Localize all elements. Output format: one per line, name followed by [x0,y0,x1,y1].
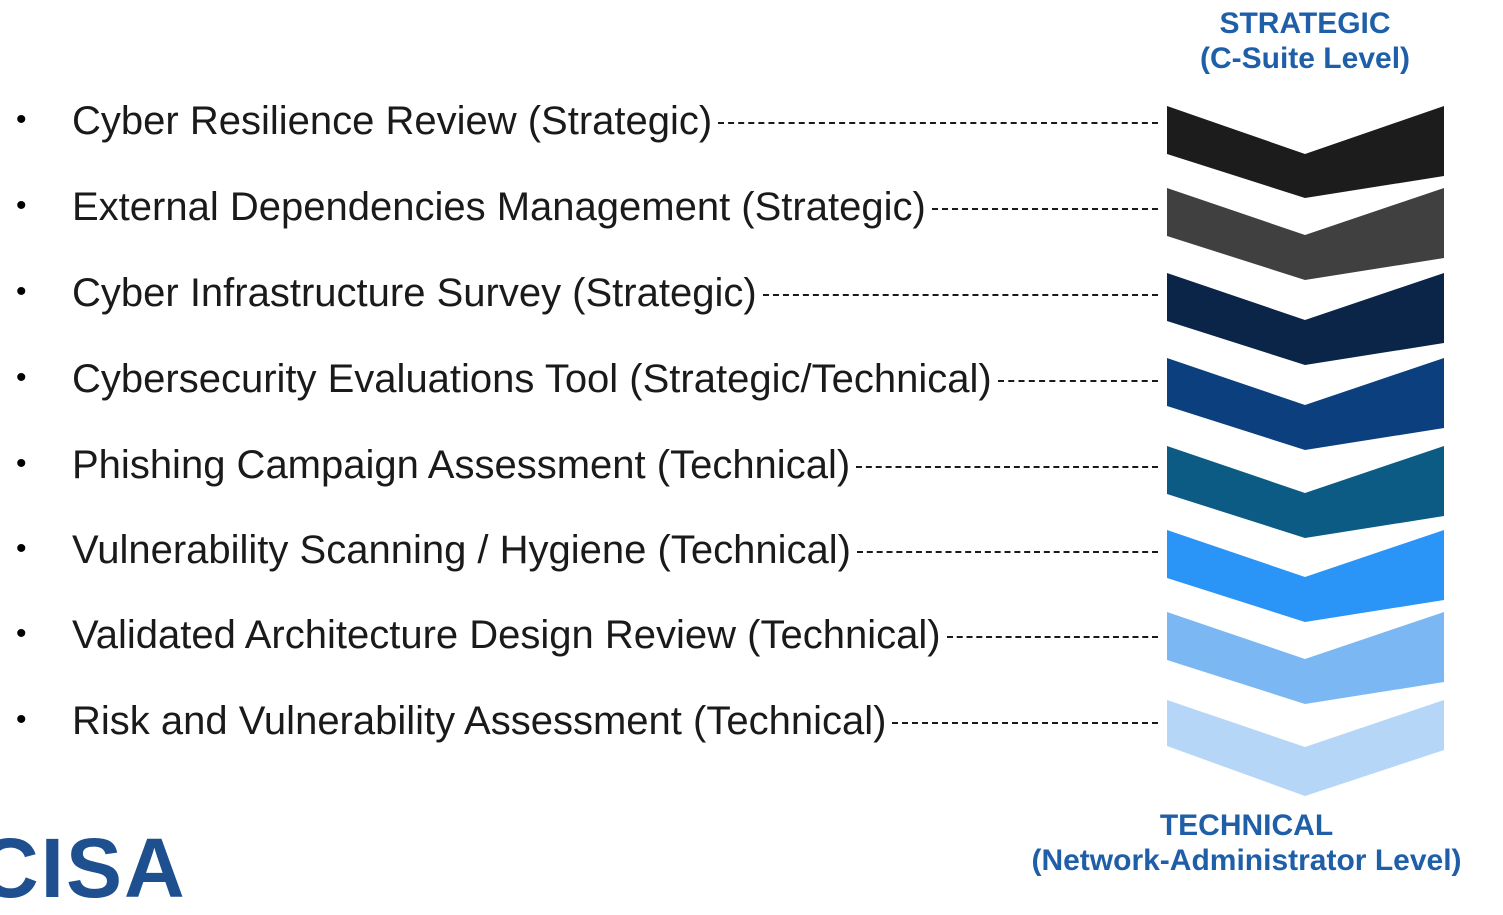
bullet-icon: • [16,275,27,308]
item-label: Cyber Resilience Review (Strategic) [72,99,713,143]
item-label: External Dependencies Management (Strate… [72,185,926,229]
bullet-icon: • [16,103,27,136]
chevron-6 [1167,530,1444,622]
dashed-leader [997,380,1158,382]
item-label: Validated Architecture Design Review (Te… [72,613,941,657]
list-item: • Phishing Campaign Assessment (Technica… [0,440,1170,490]
bullet-icon: • [16,447,27,480]
bullet-icon: • [16,361,27,394]
dashed-leader [946,636,1158,638]
chevron-4 [1167,358,1444,450]
chevron-1 [1167,106,1444,198]
strategic-title: STRATEGIC [1219,7,1391,40]
item-label: Vulnerability Scanning / Hygiene (Techni… [72,528,851,572]
item-label: Cyber Infrastructure Survey (Strategic) [72,271,757,315]
list-item: • Cyber Infrastructure Survey (Strategic… [0,268,1170,318]
dashed-leader [718,122,1158,124]
technical-label: TECHNICAL (Network-Administrator Level) [990,808,1503,878]
strategic-label: STRATEGIC (C-Suite Level) [1150,6,1460,76]
item-label: Cybersecurity Evaluations Tool (Strategi… [72,357,992,401]
chevron-8 [1167,700,1444,796]
bullet-icon: • [16,703,27,736]
dashed-leader [892,722,1158,724]
assessment-list: • Cyber Resilience Review (Strategic) • … [0,96,1170,746]
dashed-leader [762,294,1158,296]
technical-title: TECHNICAL [1159,809,1334,842]
technical-subtitle: (Network-Administrator Level) [1031,844,1462,877]
list-item: • External Dependencies Management (Stra… [0,182,1170,232]
dashed-leader [931,208,1158,210]
strategic-subtitle: (C-Suite Level) [1199,42,1411,75]
cisa-logo: CISA [0,821,187,915]
bullet-icon: • [16,532,27,565]
chevron-stack [1167,106,1444,796]
chevron-2 [1167,188,1444,280]
list-item: • Cybersecurity Evaluations Tool (Strate… [0,354,1170,404]
list-item: • Vulnerability Scanning / Hygiene (Tech… [0,525,1170,575]
dashed-leader [856,551,1158,553]
bullet-icon: • [16,189,27,222]
list-item: • Risk and Vulnerability Assessment (Tec… [0,696,1170,746]
chevron-7 [1167,612,1444,704]
dashed-leader [856,466,1158,468]
bullet-icon: • [16,617,27,650]
item-label: Risk and Vulnerability Assessment (Techn… [72,699,887,743]
list-item: • Validated Architecture Design Review (… [0,610,1170,660]
list-item: • Cyber Resilience Review (Strategic) [0,96,1170,146]
chevron-5 [1167,446,1444,538]
chevron-3 [1167,273,1444,365]
item-label: Phishing Campaign Assessment (Technical) [72,443,851,487]
